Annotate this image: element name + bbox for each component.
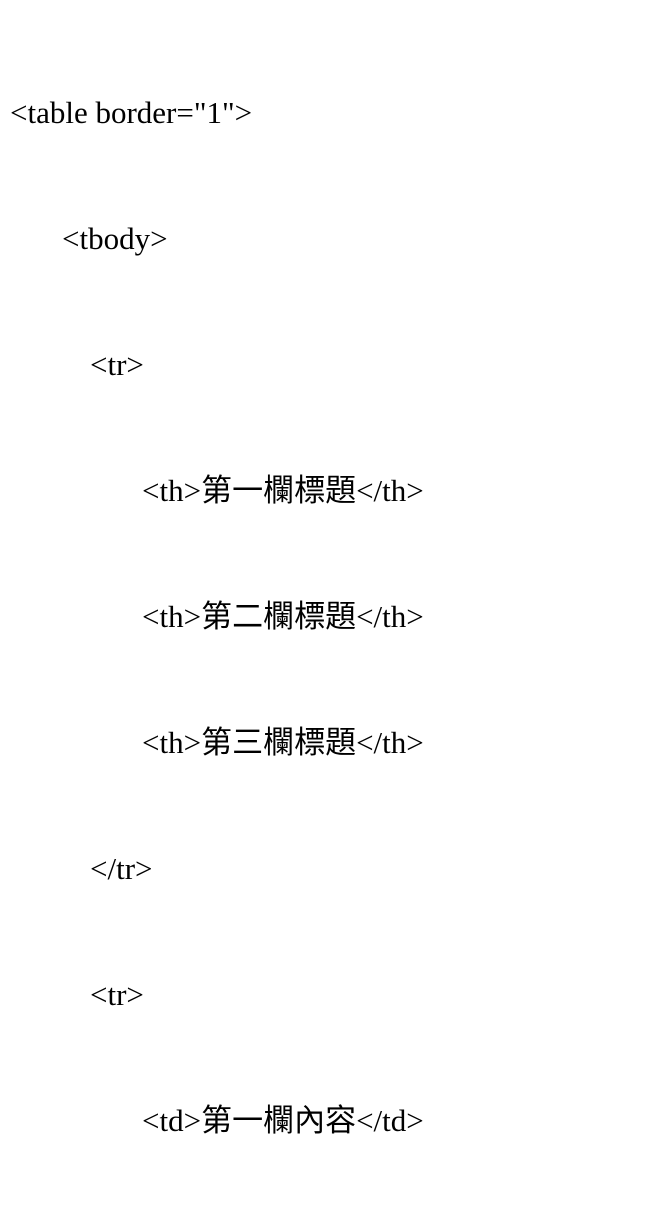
code-line-tr-open-1: <tr> xyxy=(90,347,144,382)
code-line-table-open: <table border="1"> xyxy=(10,95,253,130)
code-line-th-1: <th>第一欄標題</th> xyxy=(142,473,424,508)
code-line-tbody-open: <tbody> xyxy=(62,221,168,256)
code-line-tr-close-1: </tr> xyxy=(90,851,153,886)
code-line-th-3: <th>第三欄標題</th> xyxy=(142,725,424,760)
code-line-th-2: <th>第二欄標題</th> xyxy=(142,599,424,634)
code-line-td-1: <td>第一欄內容</td> xyxy=(142,1103,424,1138)
code-line-tr-open-2: <tr> xyxy=(90,977,144,1012)
